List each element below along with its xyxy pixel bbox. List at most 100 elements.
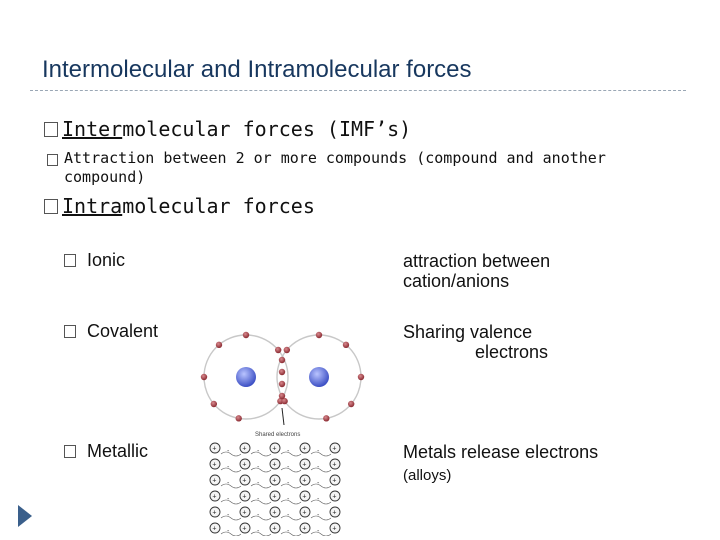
metal-cation: [209, 506, 221, 518]
electron: [347, 400, 355, 408]
metal-cation: [239, 522, 251, 534]
page-title: Intermolecular and Intramolecular forces: [42, 56, 472, 83]
metal-cation: [209, 442, 221, 454]
row-ionic-desc-line2: cation/anions: [403, 271, 510, 291]
electron: [200, 373, 208, 381]
free-electron: -: [257, 480, 260, 487]
metal-cation: [239, 506, 251, 518]
metal-cation: [329, 442, 341, 454]
free-electron: -: [227, 464, 230, 471]
metal-cation: [239, 490, 251, 502]
row-metallic-desc-line1: Metals release electrons: [403, 442, 599, 462]
free-electron: -: [257, 464, 260, 471]
plus-sign: +: [272, 462, 276, 469]
free-electron: -: [227, 512, 230, 519]
electron-path: [250, 451, 272, 457]
metal-cation: [299, 458, 311, 470]
electron-path: [220, 499, 242, 505]
plus-sign: +: [272, 510, 276, 517]
electron-path: [310, 451, 332, 457]
metal-cation: [299, 442, 311, 454]
metal-cation: [299, 474, 311, 486]
electron-path: [280, 451, 302, 457]
free-electron: -: [287, 480, 290, 487]
free-electron: -: [317, 528, 320, 535]
metal-cation: [329, 522, 341, 534]
covalent-bond-diagram: [200, 331, 365, 426]
electron-path: [250, 499, 272, 505]
row-covalent-desc-line2: electrons: [475, 342, 549, 362]
plus-sign: +: [242, 510, 246, 517]
plus-sign: +: [302, 510, 306, 517]
plus-sign: +: [332, 526, 336, 533]
free-electron: -: [257, 448, 260, 455]
electron-path: [250, 531, 272, 536]
free-electron: -: [317, 512, 320, 519]
next-slide-arrow-icon[interactable]: [18, 505, 32, 527]
electron: [283, 346, 291, 354]
electron: [342, 341, 350, 349]
plus-sign: +: [302, 494, 306, 501]
free-electron: -: [257, 528, 260, 535]
plus-sign: +: [242, 462, 246, 469]
row-metallic-label: Metallic: [87, 441, 149, 461]
metal-cation: [269, 442, 281, 454]
free-electron: -: [287, 528, 290, 535]
electron-path: [280, 515, 302, 521]
plus-sign: +: [332, 446, 336, 453]
metal-cation: [299, 522, 311, 534]
plus-sign: +: [332, 462, 336, 469]
metal-cation: [329, 474, 341, 486]
free-electron: -: [317, 448, 320, 455]
free-electron: -: [257, 512, 260, 519]
electron: [315, 331, 323, 339]
electron: [323, 415, 330, 422]
inter-rest: molecular forces (IMF’s): [122, 117, 412, 141]
free-electron: -: [317, 464, 320, 471]
right-nucleus: [309, 367, 329, 387]
intramolecular-heading: Intramolecular forces: [62, 194, 315, 218]
intermolecular-description-line2: compound): [64, 168, 146, 186]
electron-path: [220, 467, 242, 473]
free-electron: -: [317, 496, 320, 503]
plus-sign: +: [242, 526, 246, 533]
intra-rest: molecular forces: [122, 194, 315, 218]
metal-cation: [269, 506, 281, 518]
electron: [357, 373, 365, 381]
bullet-box: [44, 122, 58, 142]
electron-path: [220, 451, 242, 457]
bullet-box: [64, 325, 76, 343]
metal-cation: [209, 458, 221, 470]
shared-electron: [278, 380, 286, 388]
free-electron: -: [257, 496, 260, 503]
electron-path: [310, 483, 332, 489]
electron-path: [250, 483, 272, 489]
plus-sign: +: [332, 494, 336, 501]
title-divider: [30, 90, 686, 91]
metal-cation: [299, 490, 311, 502]
plus-sign: +: [242, 446, 246, 453]
plus-sign: +: [242, 478, 246, 485]
plus-sign: +: [272, 494, 276, 501]
plus-sign: +: [302, 446, 306, 453]
electron-path: [220, 515, 242, 521]
bullet-box: [47, 153, 58, 171]
metal-cation: [269, 522, 281, 534]
free-electron: -: [227, 528, 230, 535]
shared-electron: [278, 368, 286, 376]
free-electron: -: [287, 512, 290, 519]
metal-cation: [239, 474, 251, 486]
metal-cation: [269, 458, 281, 470]
plus-sign: +: [272, 478, 276, 485]
metallic-lattice-diagram: Shared electrons +-+-+-+-++-+-+-+-++-+-+…: [209, 432, 341, 536]
plus-sign: +: [242, 494, 246, 501]
shared-electrons-pointer: [281, 407, 285, 426]
free-electron: -: [287, 464, 290, 471]
electron-path: [250, 467, 272, 473]
electron: [215, 341, 223, 349]
metal-cation: [299, 506, 311, 518]
plus-sign: +: [212, 510, 216, 517]
shared-electron: [278, 356, 286, 364]
electron: [210, 400, 218, 408]
electron: [242, 331, 250, 339]
